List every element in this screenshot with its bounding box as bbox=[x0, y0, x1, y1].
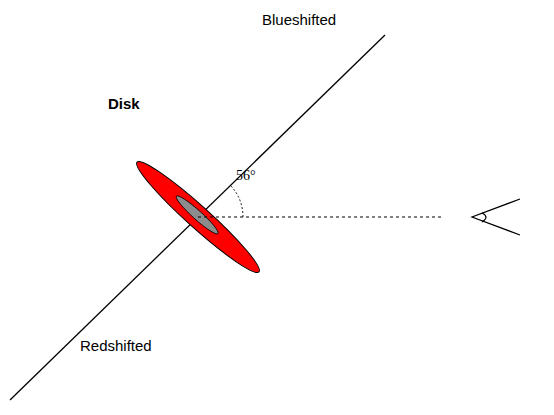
angle-arc bbox=[231, 186, 243, 217]
angle-label: 56° bbox=[236, 169, 256, 183]
observer-eye bbox=[472, 199, 520, 235]
line-of-sight bbox=[198, 217, 442, 218]
disk-label: Disk bbox=[108, 96, 140, 111]
jet-label: Blueshifted bbox=[262, 12, 336, 27]
jet-axis bbox=[10, 35, 385, 400]
jet-label: Redshifted bbox=[80, 338, 152, 353]
